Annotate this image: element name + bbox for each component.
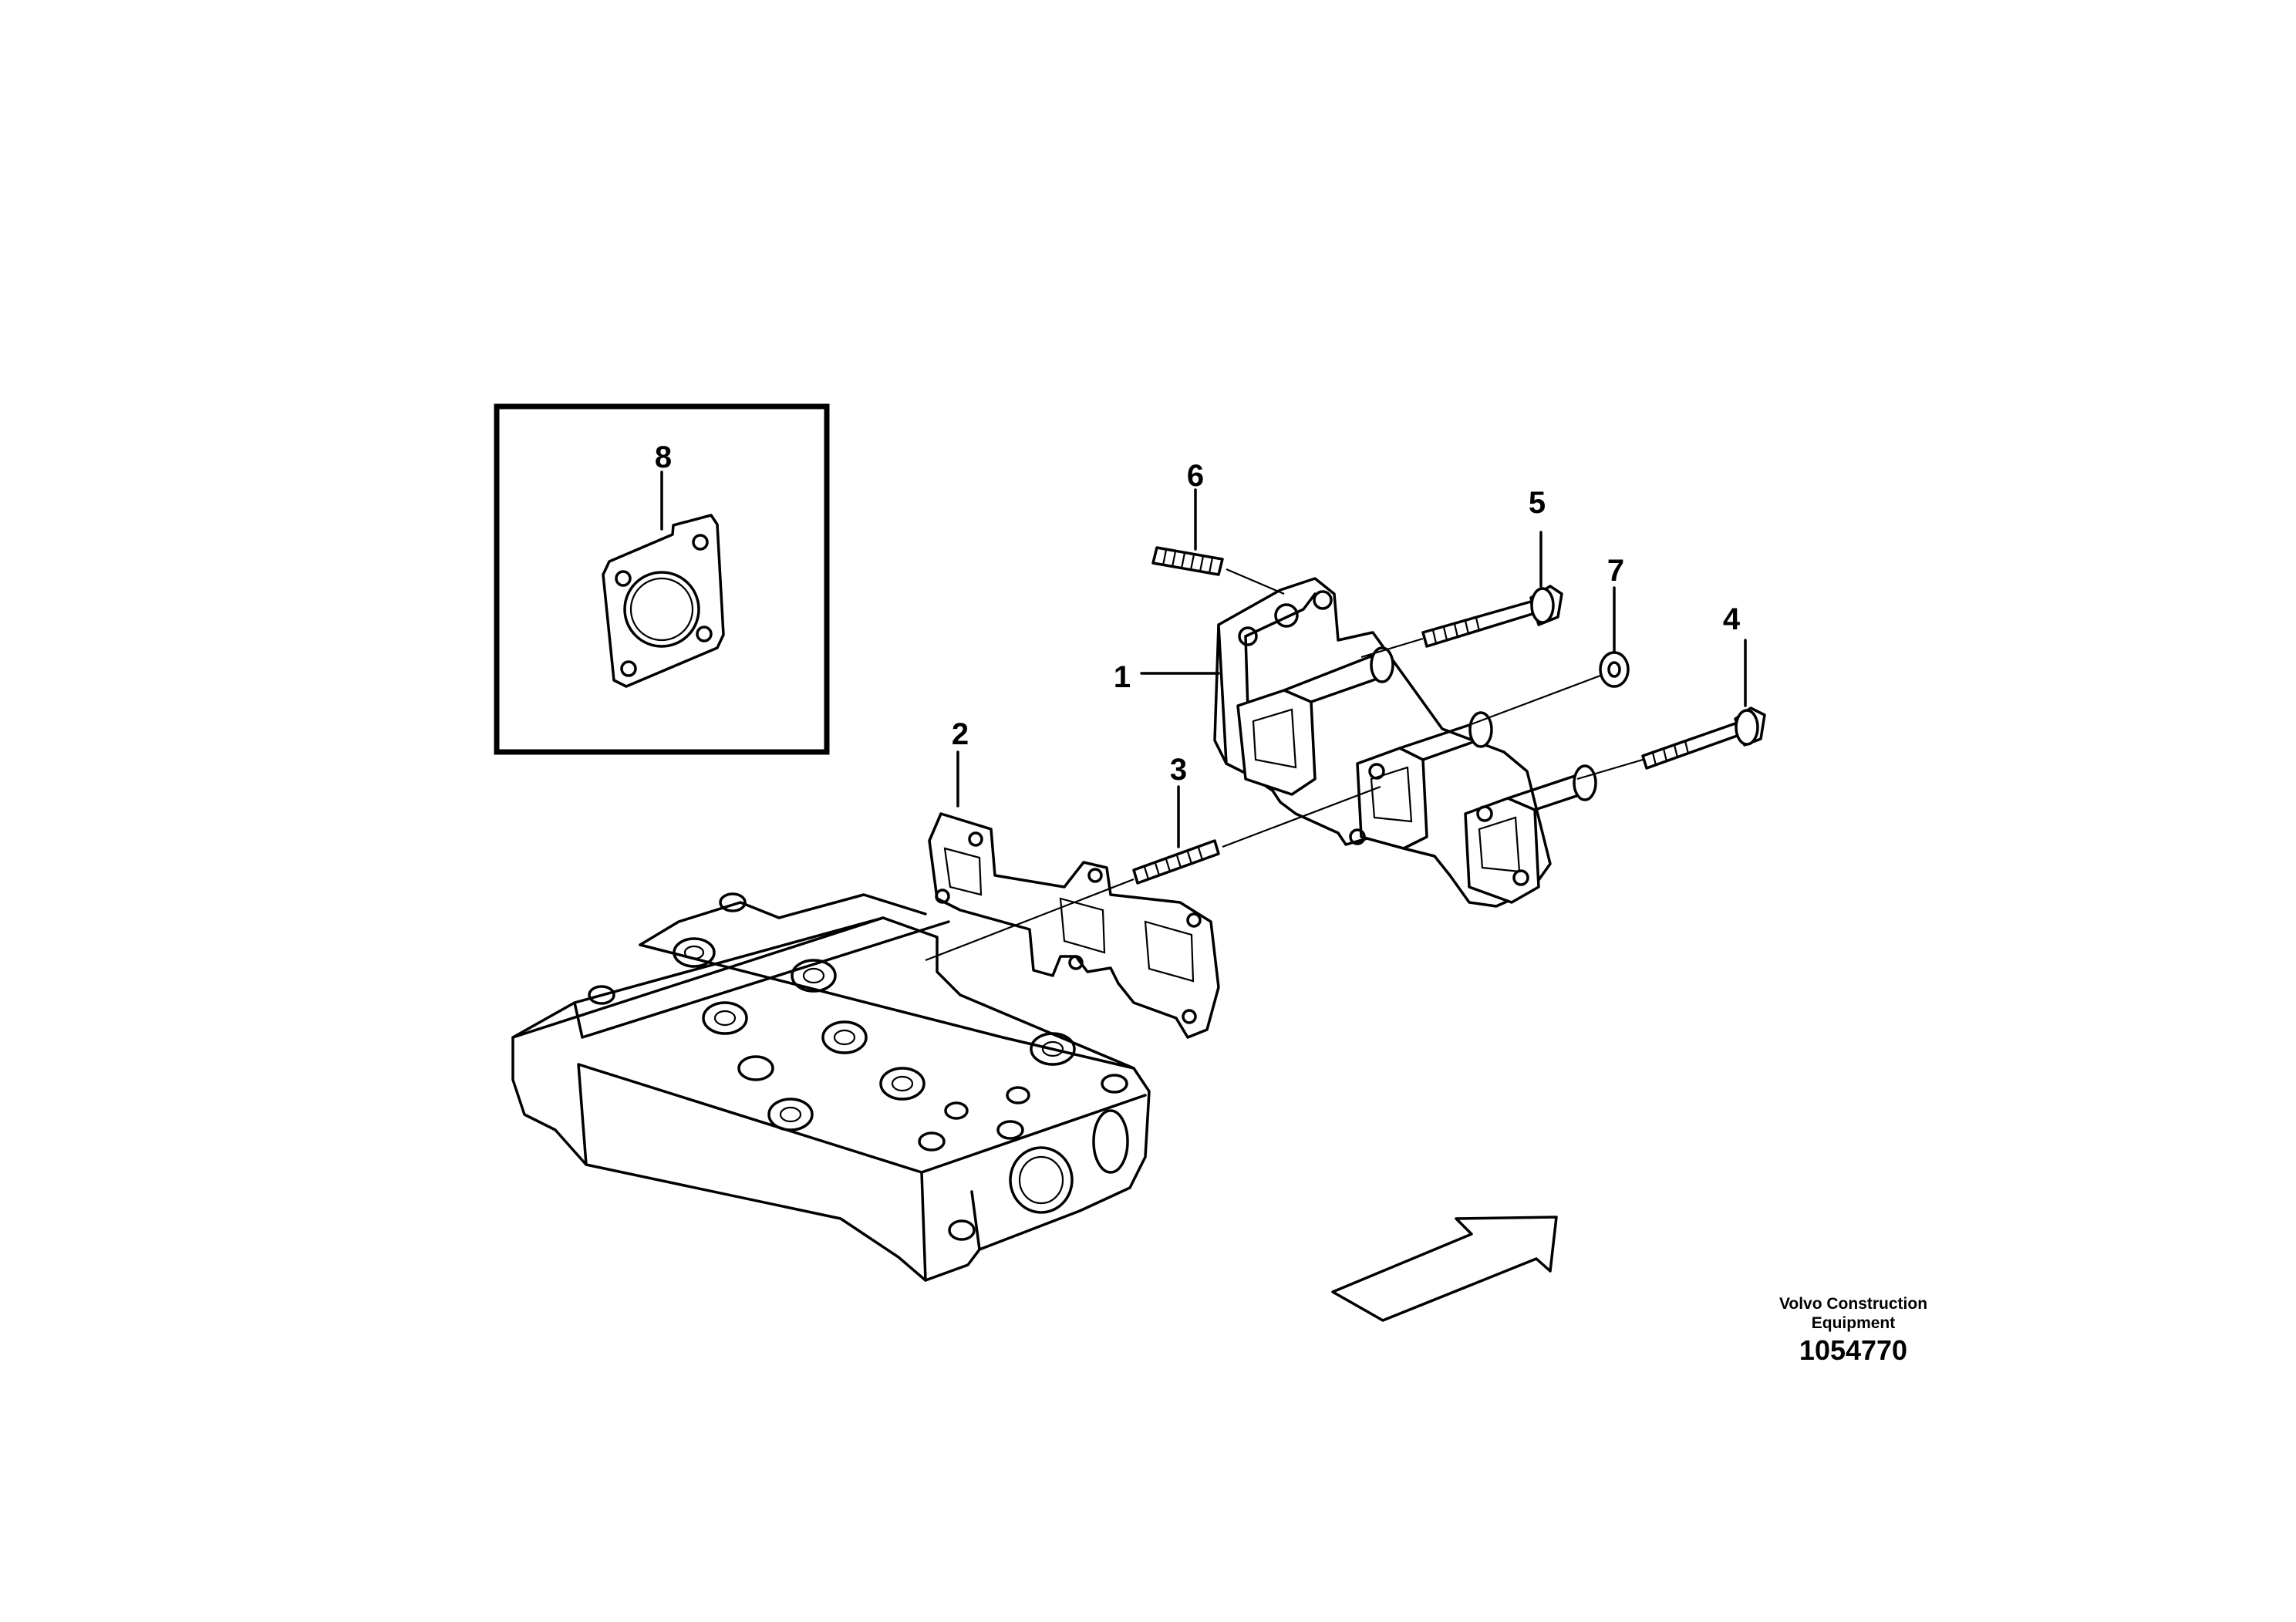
cylinder-head[interactable] bbox=[511, 892, 1151, 1282]
callout-5: 5 bbox=[1528, 486, 1546, 520]
part-2-manifold-gasket[interactable] bbox=[928, 812, 1220, 1039]
manufacturer-name: Volvo Construction Equipment bbox=[1738, 1294, 1969, 1333]
manufacturer-line-2: Equipment bbox=[1811, 1314, 1896, 1333]
part-1-exhaust-manifold[interactable] bbox=[1213, 577, 1597, 908]
manufacturer-line-1: Volvo Construction bbox=[1778, 1295, 1928, 1313]
callout-3: 3 bbox=[1169, 753, 1188, 787]
axis-line-3b bbox=[1222, 785, 1381, 848]
part-5-bolt[interactable] bbox=[1421, 585, 1563, 648]
axis-line-5 bbox=[1360, 637, 1424, 659]
detail-inset-frame bbox=[494, 403, 830, 755]
drawing-number: 1054770 bbox=[1799, 1334, 1908, 1366]
axis-line-4 bbox=[1576, 758, 1644, 781]
callout-2: 2 bbox=[951, 717, 969, 751]
part-8-flange-gasket[interactable] bbox=[602, 514, 725, 688]
callout-7: 7 bbox=[1607, 554, 1625, 588]
axis-line-3a bbox=[925, 878, 1135, 962]
part-7-nut[interactable] bbox=[1599, 651, 1630, 688]
part-3-stud[interactable] bbox=[1132, 839, 1220, 885]
callout-4: 4 bbox=[1722, 602, 1741, 636]
part-4-bolt[interactable] bbox=[1641, 706, 1766, 770]
callout-8: 8 bbox=[654, 440, 673, 474]
part-6-stud[interactable] bbox=[1151, 546, 1224, 576]
axis-line-6 bbox=[1226, 568, 1285, 595]
direction-arrow bbox=[1331, 1216, 1558, 1322]
axis-line-7 bbox=[1468, 674, 1601, 727]
callout-6: 6 bbox=[1186, 459, 1205, 493]
callout-1: 1 bbox=[1113, 660, 1131, 694]
